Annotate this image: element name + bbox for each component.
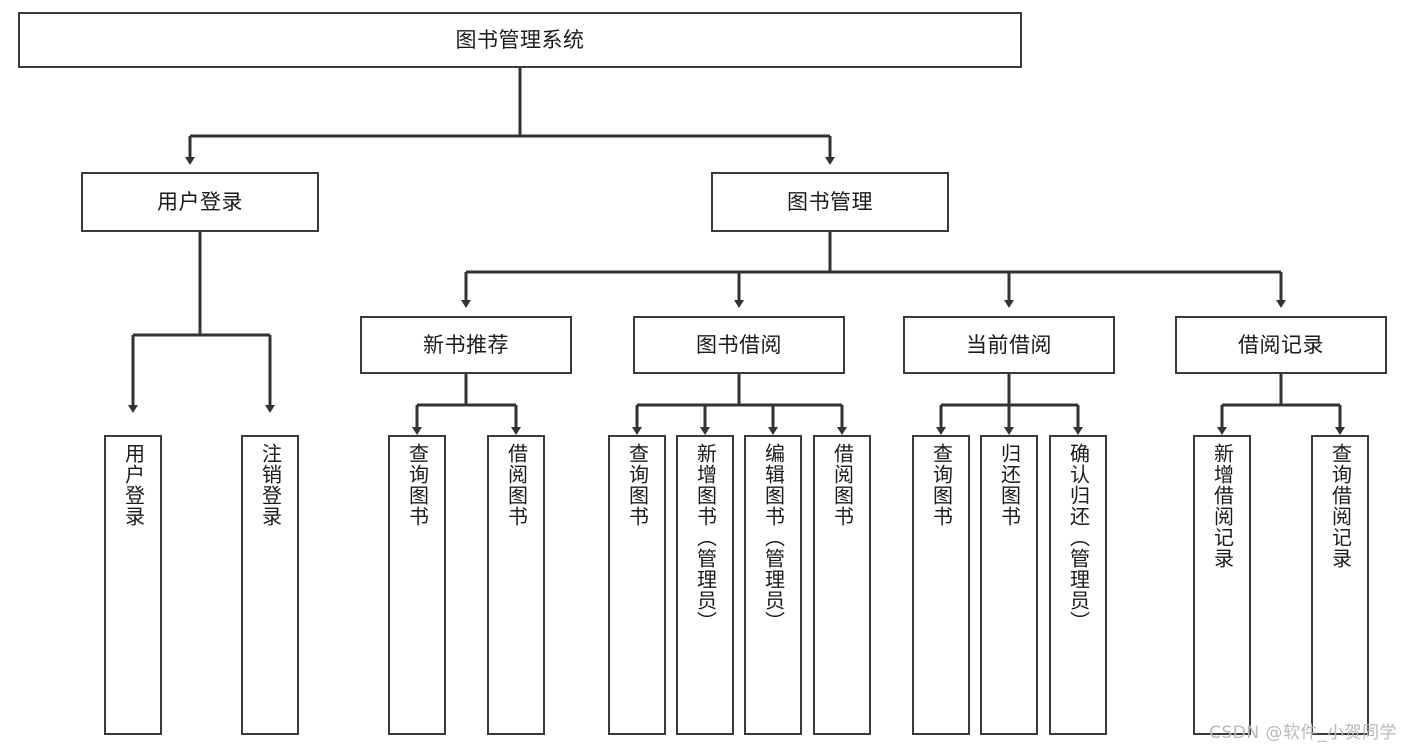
node-book-manage-label: 图书管理 [787,189,873,214]
node-leaf-add-record-label: 新增借阅记录 [1210,443,1235,569]
node-user-login-label: 用户登录 [157,189,243,214]
node-leaf-query-book-2-label: 查询图书 [625,443,650,527]
node-leaf-query-record-label: 查询借阅记录 [1328,443,1353,569]
node-borrow-record[interactable]: 借阅记录 [1175,316,1387,374]
csdn-watermark: CSDN @软件_小贺同学 [1209,723,1397,743]
node-leaf-confirm-return-label: 确认归还（管理员） [1066,443,1091,632]
node-leaf-add-record[interactable]: 新增借阅记录 [1193,435,1251,735]
node-leaf-add-book-label: 新增图书（管理员） [693,443,718,632]
node-leaf-return-book[interactable]: 归还图书 [980,435,1038,735]
node-leaf-logout-label: 注销登录 [258,443,283,527]
node-current-borrow[interactable]: 当前借阅 [903,316,1115,374]
node-leaf-borrow-book-1-label: 借阅图书 [504,443,529,527]
node-borrow-record-label: 借阅记录 [1238,332,1324,357]
node-leaf-user-login-label: 用户登录 [121,443,146,527]
node-leaf-borrow-book-2[interactable]: 借阅图书 [813,435,871,735]
node-leaf-query-book-1[interactable]: 查询图书 [388,435,446,735]
node-book-borrow[interactable]: 图书借阅 [633,316,845,374]
node-book-manage[interactable]: 图书管理 [711,172,949,232]
node-leaf-add-book[interactable]: 新增图书（管理员） [676,435,734,735]
node-leaf-borrow-book-2-label: 借阅图书 [830,443,855,527]
node-book-borrow-label: 图书借阅 [696,332,782,357]
node-leaf-query-book-1-label: 查询图书 [405,443,430,527]
node-leaf-user-login[interactable]: 用户登录 [104,435,162,735]
node-leaf-edit-book-label: 编辑图书（管理员） [761,443,786,632]
node-leaf-borrow-book-1[interactable]: 借阅图书 [487,435,545,735]
node-leaf-query-book-2[interactable]: 查询图书 [608,435,666,735]
node-leaf-edit-book[interactable]: 编辑图书（管理员） [744,435,802,735]
node-leaf-logout[interactable]: 注销登录 [241,435,299,735]
node-leaf-query-record[interactable]: 查询借阅记录 [1311,435,1369,735]
node-user-login[interactable]: 用户登录 [81,172,319,232]
node-current-borrow-label: 当前借阅 [966,332,1052,357]
node-leaf-confirm-return[interactable]: 确认归还（管理员） [1049,435,1107,735]
node-new-book-recommend[interactable]: 新书推荐 [360,316,572,374]
node-new-book-recommend-label: 新书推荐 [423,332,509,357]
node-leaf-query-book-3-label: 查询图书 [929,443,954,527]
node-root[interactable]: 图书管理系统 [18,12,1022,68]
node-root-label: 图书管理系统 [455,27,585,52]
node-leaf-return-book-label: 归还图书 [997,443,1022,527]
node-leaf-query-book-3[interactable]: 查询图书 [912,435,970,735]
